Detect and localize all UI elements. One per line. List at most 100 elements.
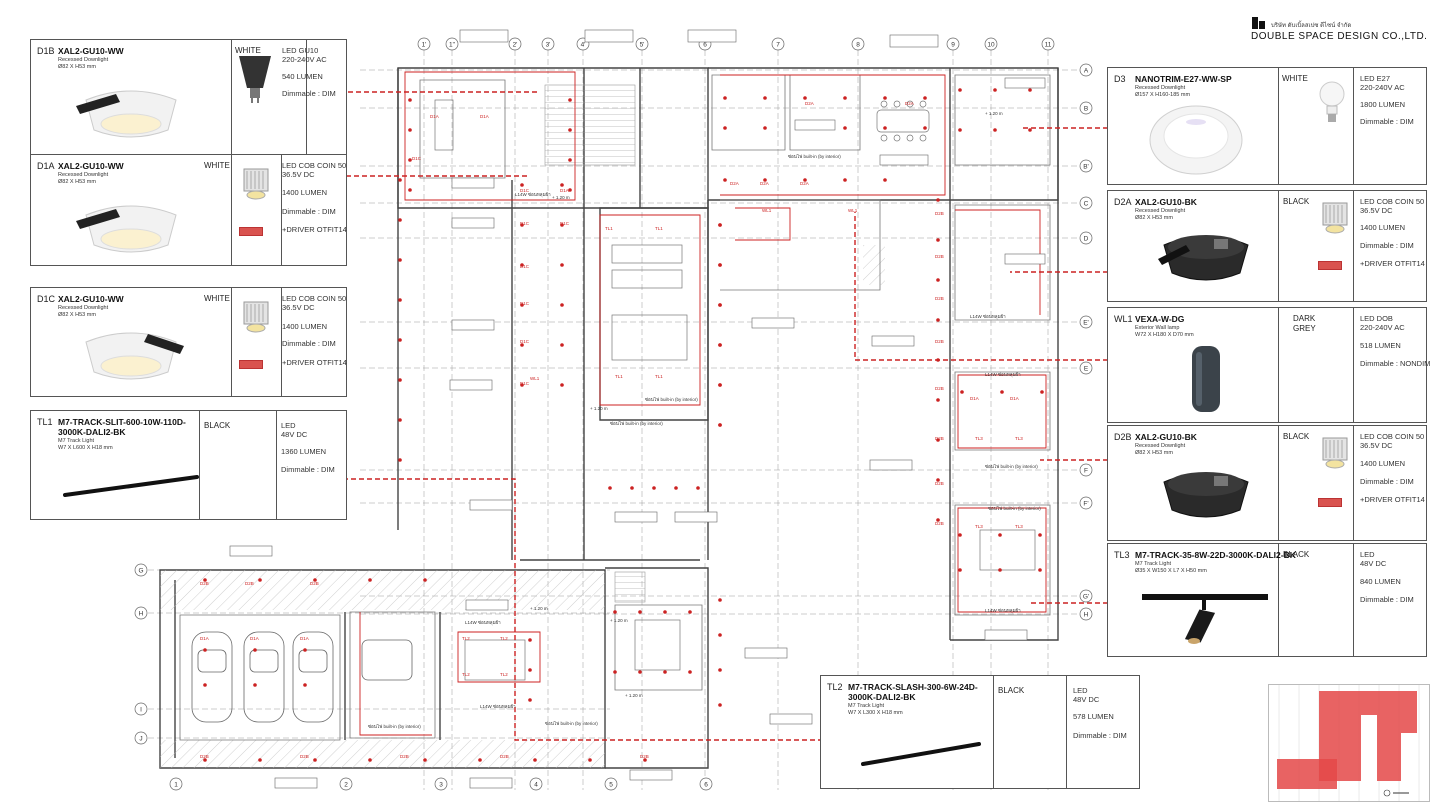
fixture-dot	[643, 758, 647, 762]
svg-text:6: 6	[703, 42, 707, 49]
fixture-dot	[423, 578, 427, 582]
fixture-dot	[763, 126, 767, 130]
card-divider	[199, 411, 200, 519]
fixture-spec-5: +DRIVER OTFIT14	[282, 225, 347, 234]
fixture-type: Recessed Downlight	[58, 305, 109, 311]
fixture-size: Ø82 X H53 mm	[1135, 215, 1173, 221]
room-tags	[229, 29, 1046, 789]
grid-bubble: H	[1079, 607, 1093, 621]
fixture-code: D1B	[37, 46, 55, 56]
fixture-size: Ø82 X H53 mm	[58, 179, 96, 185]
svg-text:7: 7	[776, 42, 780, 49]
grid-bubble: J	[134, 731, 148, 745]
fixture-card-tl3: TL3 M7-TRACK-35-8W-22D-3000K-DALI2-BK M7…	[1107, 543, 1427, 657]
svg-text:G: G	[138, 568, 143, 575]
driver-strip-icon	[1318, 261, 1342, 270]
svg-text:D2A: D2A	[805, 101, 814, 106]
fixture-dot	[883, 126, 887, 130]
fixture-dot	[936, 358, 940, 362]
cob-module-icon	[243, 301, 269, 333]
svg-text:5: 5	[609, 782, 613, 789]
card-divider	[1278, 191, 1279, 301]
fixture-dot	[253, 648, 257, 652]
svg-text:D2B: D2B	[935, 296, 944, 301]
svg-text:WL1: WL1	[530, 376, 540, 381]
svg-text:TL2: TL2	[462, 672, 470, 677]
fixture-dot	[688, 610, 692, 614]
fixture-dot	[843, 96, 847, 100]
fixture-dot	[1038, 533, 1042, 537]
fixture-dots	[203, 88, 1044, 762]
svg-text:D2B: D2B	[300, 754, 309, 759]
fixture-dot	[936, 398, 940, 402]
svg-text:D1C: D1C	[520, 381, 530, 386]
svg-text:TL1: TL1	[605, 226, 613, 231]
fixture-dot	[696, 486, 700, 490]
fixture-model: XAL2-GU10-WW	[58, 161, 124, 171]
fixture-finish: BLACK	[1283, 197, 1310, 206]
cob-module-icon	[243, 168, 269, 200]
fixture-dot	[958, 88, 962, 92]
svg-text:D2B: D2B	[400, 754, 409, 759]
plan-fixture-labels: D1A D1A D1C D1C D1A D1C D1C D1C D1C D1C …	[200, 101, 1023, 759]
fixture-spec-3: 540 LUMEN	[282, 72, 323, 81]
fixture-code: D1C	[37, 294, 56, 304]
fixture-spec-2: 220-240V AC	[1360, 83, 1405, 92]
fixture-model: M7-TRACK-SLIT-600-10W-110D-3000K-DALI2-B…	[58, 417, 186, 437]
grid-bubble: C	[1079, 196, 1093, 210]
fixture-spec-3: 578 LUMEN	[1073, 712, 1114, 721]
fixture-spec-2: 220-240V AC	[1360, 323, 1405, 332]
fixture-dot	[936, 438, 940, 442]
fixture-dot	[663, 670, 667, 674]
grid-bubble: 3'	[541, 37, 555, 51]
grid-bubble: B	[1079, 101, 1093, 115]
fixture-spec-3: 1800 LUMEN	[1360, 100, 1406, 109]
card-divider	[231, 40, 232, 154]
svg-text:D1C: D1C	[520, 221, 530, 226]
fixture-spec-4: Dimmable : DIM	[1360, 595, 1414, 604]
fixture-dot	[528, 638, 532, 642]
fixture-code: TL3	[1114, 550, 1130, 560]
svg-text:D2B: D2B	[310, 581, 319, 586]
fixture-code: D2A	[1114, 197, 1132, 207]
svg-text:+ 1.20 m: + 1.20 m	[625, 693, 643, 698]
track-spotlight-icon	[1142, 594, 1268, 644]
fixture-dot	[203, 683, 207, 687]
fixture-dot	[408, 158, 412, 162]
fixture-dot	[960, 390, 964, 394]
downlight-white-icon	[85, 332, 184, 380]
fixture-dot	[723, 96, 727, 100]
fixture-size: W7 X L600 X H18 mm	[58, 445, 113, 451]
svg-text:C: C	[1084, 201, 1089, 208]
fixture-spec-3: 1400 LUMEN	[1360, 459, 1406, 468]
wall-lamp-icon	[1192, 346, 1220, 412]
fixture-dot	[398, 218, 402, 222]
fixture-spec-1: LED GU10	[282, 46, 319, 55]
fixture-dot	[998, 533, 1002, 537]
grid-bubble: 7	[771, 37, 785, 51]
fixture-spec-4: Dimmable : DIM	[1360, 117, 1414, 126]
fixture-size: W72 X H180 X D70 mm	[1135, 332, 1194, 338]
svg-text:D2B: D2B	[200, 581, 209, 586]
fixture-spec-1: LED	[1073, 686, 1088, 695]
fixture-spec-5: +DRIVER OTFIT14	[282, 358, 347, 367]
fixture-dot	[560, 263, 564, 267]
card-divider	[1353, 308, 1354, 422]
svg-text:+ 1.20 m: + 1.20 m	[985, 111, 1003, 116]
svg-text:2': 2'	[513, 42, 518, 49]
card-divider	[231, 155, 232, 265]
fixture-spec-4: Dimmable : DIM	[1360, 241, 1414, 250]
furniture	[434, 99, 1036, 681]
grid-bubble: 1'	[417, 37, 431, 51]
svg-text:H: H	[139, 611, 144, 618]
fixture-finish: WHITE	[204, 294, 230, 303]
svg-text:D1C: D1C	[520, 188, 530, 193]
svg-text:TL3: TL3	[975, 436, 983, 441]
svg-text:+ 1.20 m: + 1.20 m	[552, 195, 570, 200]
fixture-dot	[718, 633, 722, 637]
fixture-dot	[568, 158, 572, 162]
grid-bubble: E'	[1079, 315, 1093, 329]
fixture-spec-3: 840 LUMEN	[1360, 577, 1401, 586]
fixture-spec-1: LED DOB	[1360, 314, 1393, 323]
fixture-model: M7-TRACK-SLASH-300-6W-24D-3000K-DALI2-BK	[848, 682, 978, 702]
